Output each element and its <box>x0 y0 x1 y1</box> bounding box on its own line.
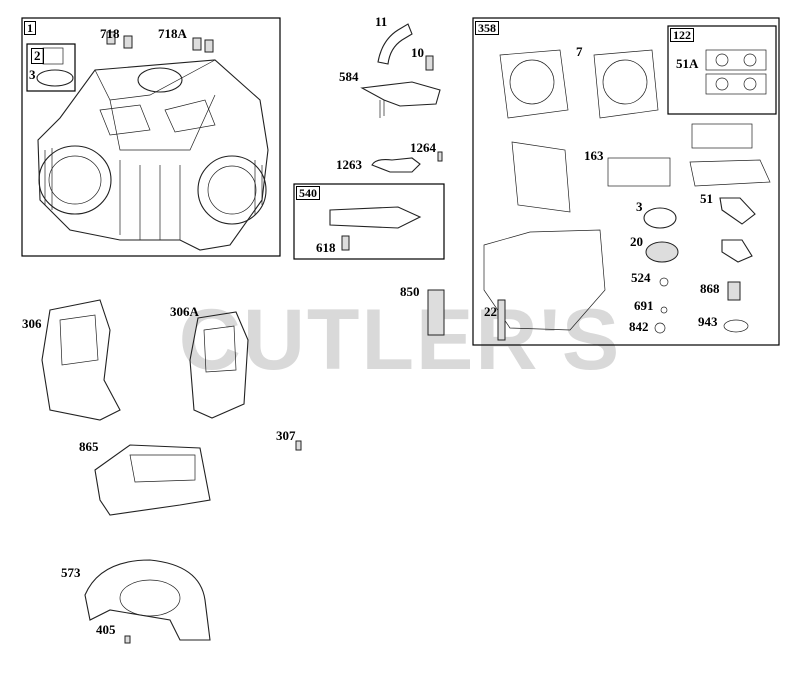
group-box-1 <box>21 17 281 257</box>
part-label-11: 11 <box>375 14 388 29</box>
part-label-405: 405 <box>96 622 116 637</box>
sealant-850-drawing <box>427 289 445 336</box>
part-label-306A: 306A <box>170 304 199 319</box>
part-label-868: 868 <box>700 281 720 296</box>
dowel-718A-2-drawing <box>192 37 202 51</box>
part-label-3-seal: 3 <box>29 67 36 82</box>
part-label-584: 584 <box>339 69 359 84</box>
part-label-51: 51 <box>700 191 713 206</box>
part-label-1264: 1264 <box>410 140 436 155</box>
shroud-306A-drawing <box>189 311 249 419</box>
valve-guide-2-drawing <box>42 47 64 65</box>
part-label-20: 20 <box>630 234 643 249</box>
dowel-718A-drawing <box>123 35 133 49</box>
air-guide-865-drawing <box>94 444 211 516</box>
part-label-163: 163 <box>584 148 604 163</box>
part-label-943: 943 <box>698 314 718 329</box>
group-label-358: 358 <box>475 21 499 35</box>
part-label-306: 306 <box>22 316 42 331</box>
bolt-10-drawing <box>425 55 434 71</box>
dowel-718-drawing <box>106 31 116 45</box>
part-label-2: 2 <box>31 48 44 64</box>
part-label-307: 307 <box>276 428 296 443</box>
part-label-718A: 718A <box>158 26 187 41</box>
seal-3-drawing <box>36 69 74 87</box>
part-label-524: 524 <box>631 270 651 285</box>
group-label-122: 122 <box>670 28 694 42</box>
dowel-718A-3-drawing <box>204 39 214 53</box>
group-label-540: 540 <box>296 186 320 200</box>
gasket-set-122-drawing <box>705 49 767 95</box>
part-label-718: 718 <box>100 26 120 41</box>
reed-540-drawing <box>329 206 422 229</box>
group-box-2-3 <box>26 43 76 92</box>
screw-1264-drawing <box>437 151 443 162</box>
group-box-540 <box>293 183 445 260</box>
part-label-3-seal-b: 3 <box>636 199 643 214</box>
shroud-306-drawing <box>41 299 121 421</box>
part-label-573: 573 <box>61 565 81 580</box>
cylinder-head-drawing <box>37 59 269 251</box>
part-label-850: 850 <box>400 284 420 299</box>
part-label-7: 7 <box>576 44 583 59</box>
valve-1263-drawing <box>371 157 421 173</box>
part-label-842: 842 <box>629 319 649 334</box>
group-label-1: 1 <box>24 21 36 35</box>
blower-housing-573-drawing <box>84 559 211 641</box>
part-label-1263: 1263 <box>336 157 362 172</box>
screw-618-drawing <box>341 235 350 251</box>
breather-plate-584-drawing <box>360 81 441 107</box>
part-label-10: 10 <box>411 45 424 60</box>
gasket-set-358-drawing <box>483 49 771 341</box>
part-label-22: 22 <box>484 304 497 319</box>
group-box-358 <box>472 17 780 346</box>
part-label-865: 865 <box>79 439 99 454</box>
part-label-51A: 51A <box>676 56 699 71</box>
part-label-618: 618 <box>316 240 336 255</box>
part-label-691: 691 <box>634 298 654 313</box>
breather-tube-11-drawing <box>377 23 413 65</box>
screw-307-drawing <box>295 440 302 451</box>
group-box-122 <box>667 25 777 115</box>
watermark-logo: CUTLER'S <box>178 292 622 388</box>
screw-405-drawing <box>124 635 131 644</box>
